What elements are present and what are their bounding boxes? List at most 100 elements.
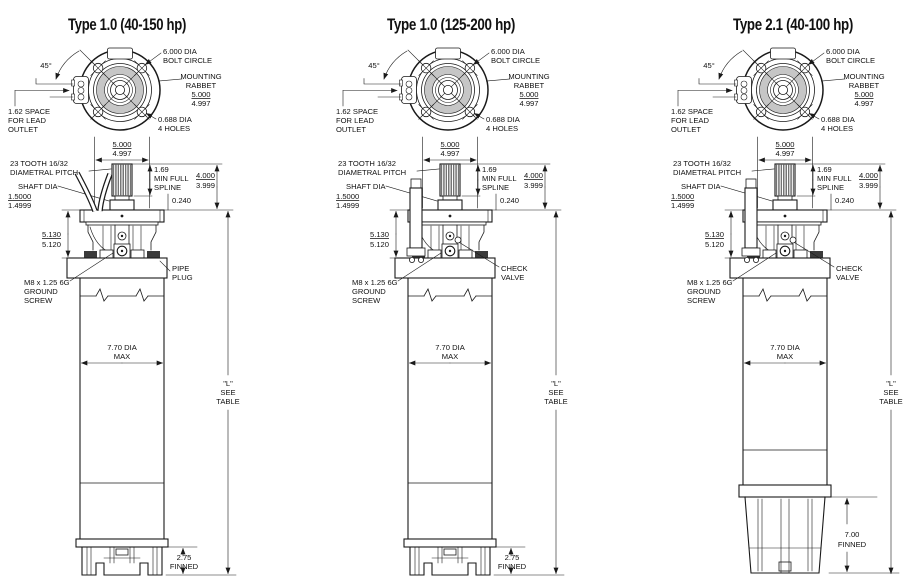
- spline-teeth-label: DIAMETRAL PITCH: [10, 168, 78, 177]
- panel-title: Type 2.1 (40-100 hp): [733, 16, 853, 34]
- length-dim: "L": [223, 379, 233, 388]
- panel-title: Type 1.0 (125-200 hp): [387, 16, 515, 34]
- lead-conduit: [406, 178, 426, 264]
- rabbet-width-dim: 5.000: [112, 140, 131, 149]
- mounting-rabbet-label: RABBET: [186, 81, 217, 90]
- ground-screw-label: SCREW: [24, 296, 53, 305]
- mounting-rabbet-label: MOUNTING: [843, 72, 884, 81]
- spline-length-dim: 1.69: [482, 165, 497, 174]
- shaft-extension-dim: 4.000: [524, 171, 543, 180]
- length-dim: SEE: [883, 388, 898, 397]
- base-dim: FINNED: [838, 540, 867, 549]
- length-dim: SEE: [220, 388, 235, 397]
- head-height-dim: 5.130: [370, 230, 389, 239]
- lead-space-label: OUTLET: [671, 125, 701, 134]
- head-height-dim: 5.130: [705, 230, 724, 239]
- spline-length-dim: MIN FULL: [482, 174, 517, 183]
- panel-type-1-0-40-150hp: Type 1.0 (40-150 hp) 45° 6.000 DIA BOLT …: [8, 16, 240, 575]
- motor-body: [739, 278, 899, 573]
- upper-end-side-view: [58, 164, 233, 574]
- holes-label: 4 HOLES: [486, 124, 518, 133]
- rabbet-width-dim: 5.000: [775, 140, 794, 149]
- panel-type-1-0-125-200hp: Type 1.0 (125-200 hp) 45° 6.000 DIA BOLT…: [336, 16, 568, 575]
- shaft-dia-dim: 1.5000: [8, 192, 31, 201]
- body-dia-dim: MAX: [114, 352, 130, 361]
- mounting-rabbet-dim: 4.997: [191, 99, 210, 108]
- holes-label: 0.688 DIA: [821, 115, 856, 124]
- mounting-rabbet-dim: 5.000: [854, 90, 873, 99]
- holes-label: 0.688 DIA: [158, 115, 193, 124]
- pipe-plug-label: PLUG: [172, 273, 193, 282]
- check-valve-label: VALVE: [836, 273, 859, 282]
- shaft-dia-dim: 1.4999: [8, 201, 31, 210]
- holes-label: 4 HOLES: [821, 124, 853, 133]
- body-dia-dim: 7.70 DIA: [107, 343, 137, 352]
- bolt-circle-label: BOLT CIRCLE: [163, 56, 212, 65]
- mounting-rabbet-label: RABBET: [849, 81, 880, 90]
- lead-space-label: 1.62 SPACE: [8, 107, 50, 116]
- bolt-circle-label: 6.000 DIA: [491, 47, 526, 56]
- head-height-dim: 5.120: [370, 240, 389, 249]
- motor-body: [404, 278, 564, 575]
- spline-teeth-label: 23 TOOTH 16/32: [338, 159, 396, 168]
- length-dim: TABLE: [544, 397, 568, 406]
- shaft-dia-dim: 1.5000: [336, 192, 359, 201]
- head-height-dim: 5.120: [705, 240, 724, 249]
- head-height-dim: 5.120: [42, 240, 61, 249]
- shaft-dia-dim: 1.4999: [336, 201, 359, 210]
- bolt-circle-label: 6.000 DIA: [826, 47, 861, 56]
- ground-screw-label: M8 x 1.25 6G: [352, 278, 398, 287]
- shaft-dia-dim: 1.5000: [671, 192, 694, 201]
- spline-length-dim: SPLINE: [154, 183, 181, 192]
- shaft-dia-dim: 1.4999: [671, 201, 694, 210]
- lead-space-label: OUTLET: [336, 125, 366, 134]
- check-valve-label: CHECK: [501, 264, 528, 273]
- mounting-rabbet-dim: 4.997: [854, 99, 873, 108]
- shaft-dia-label: SHAFT DIA: [18, 182, 58, 191]
- motor-body: [76, 278, 236, 575]
- holes-label: 4 HOLES: [158, 124, 190, 133]
- panel-type-2-1-40-100hp: Type 2.1 (40-100 hp) 45° 6.000 DIA BOLT …: [671, 16, 903, 574]
- body-dia-dim: MAX: [777, 352, 793, 361]
- shaft-extension-dim: 4.000: [196, 171, 215, 180]
- base-dim: 2.75: [177, 553, 192, 562]
- holes-label: 0.688 DIA: [486, 115, 521, 124]
- length-dim: "L": [886, 379, 896, 388]
- rabbet-width-dim: 4.997: [440, 149, 459, 158]
- shoulder-dim: 0.240: [500, 196, 519, 205]
- spline-teeth-label: DIAMETRAL PITCH: [338, 168, 406, 177]
- shaft-dia-label: SHAFT DIA: [346, 182, 386, 191]
- base-dim: 2.75: [505, 553, 520, 562]
- spline-teeth-label: DIAMETRAL PITCH: [673, 168, 741, 177]
- lead-conduit: [741, 178, 761, 264]
- ground-screw-label: GROUND: [24, 287, 58, 296]
- shaft-extension-dim: 4.000: [859, 171, 878, 180]
- shaft-extension-dim: 3.999: [859, 181, 878, 190]
- rabbet-width-dim: 4.997: [112, 149, 131, 158]
- shaft-extension-dim: 3.999: [524, 181, 543, 190]
- body-dia-dim: MAX: [442, 352, 458, 361]
- rabbet-width-dim: 5.000: [440, 140, 459, 149]
- spline-length-dim: MIN FULL: [817, 174, 852, 183]
- shaft-extension-dim: 3.999: [196, 181, 215, 190]
- lead-wires: [77, 173, 110, 211]
- spline-length-dim: SPLINE: [817, 183, 844, 192]
- spline-teeth-label: 23 TOOTH 16/32: [673, 159, 731, 168]
- check-valve-label: CHECK: [836, 264, 863, 273]
- mounting-rabbet-dim: 5.000: [519, 90, 538, 99]
- ground-screw-label: SCREW: [352, 296, 381, 305]
- check-valve-label: VALVE: [501, 273, 524, 282]
- bolt-circle-label: 6.000 DIA: [163, 47, 198, 56]
- length-dim: SEE: [548, 388, 563, 397]
- spline-teeth-label: 23 TOOTH 16/32: [10, 159, 68, 168]
- length-dim: "L": [551, 379, 561, 388]
- length-dim: TABLE: [216, 397, 240, 406]
- lead-space-label: OUTLET: [8, 125, 38, 134]
- angle-dim: 45°: [40, 61, 51, 70]
- mounting-rabbet-dim: 5.000: [191, 90, 210, 99]
- angle-dim: 45°: [703, 61, 714, 70]
- pipe-plug-label: PIPE: [172, 264, 189, 273]
- spline-length-dim: 1.69: [817, 165, 832, 174]
